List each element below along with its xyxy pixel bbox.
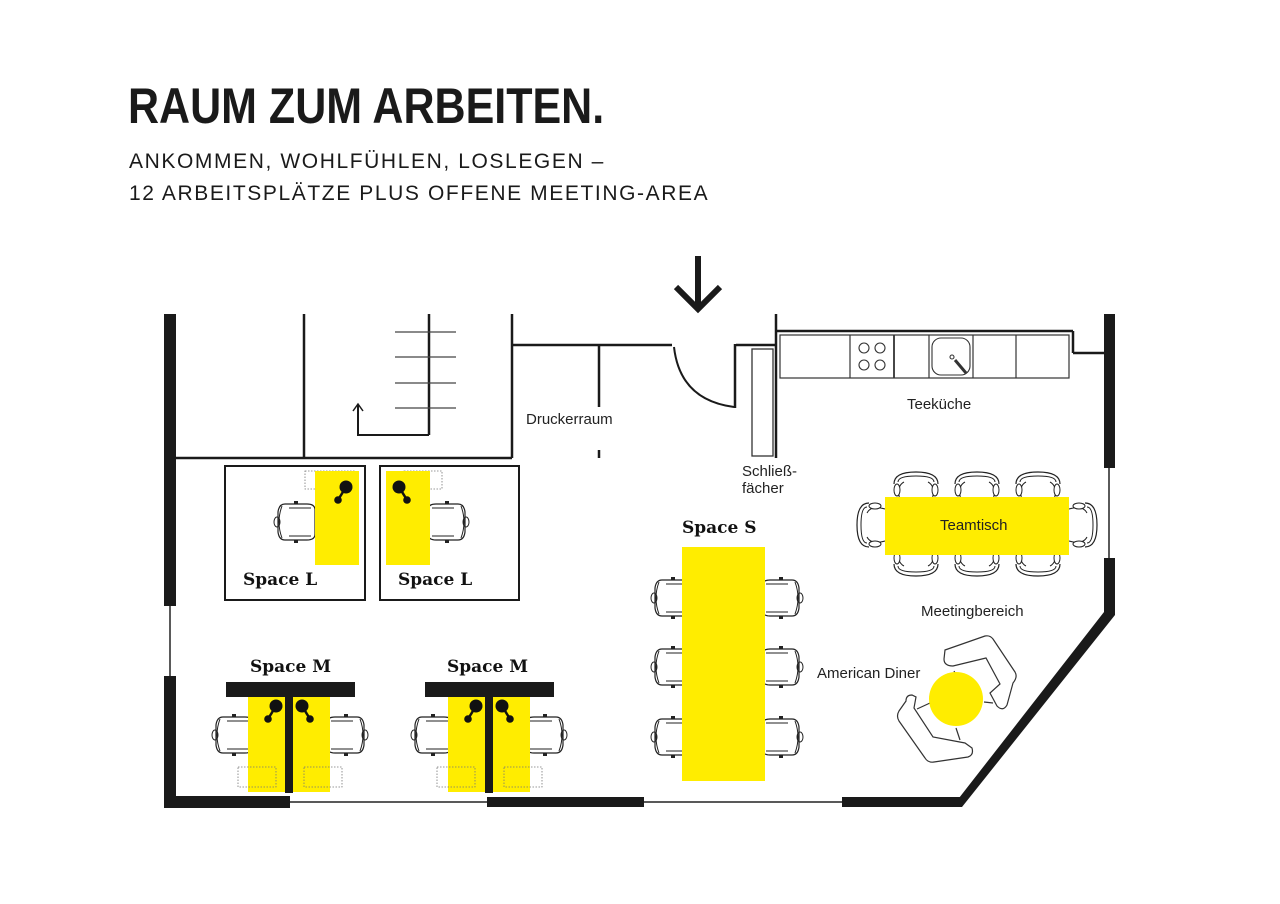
kitchen-counter	[779, 334, 1070, 379]
label-printer-room: Druckerraum	[526, 411, 613, 428]
label-team-table: Teamtisch	[940, 517, 1008, 534]
interior-walls	[176, 314, 1104, 460]
subtitle-line-2: 12 ARBEITSPLÄTZE PLUS OFFENE MEETING-ARE…	[129, 182, 710, 205]
window-lines	[169, 468, 1110, 803]
space-m-desk-2	[410, 682, 568, 793]
stove-icon	[858, 342, 886, 371]
space-l-desk-2	[386, 470, 470, 565]
space-l-room-2[interactable]	[379, 465, 520, 601]
space-s-table	[650, 547, 804, 781]
label-tea-kitchen: Teeküche	[907, 396, 971, 413]
sink-icon	[931, 337, 971, 376]
staircase	[352, 314, 456, 436]
lockers	[751, 348, 774, 457]
outer-walls	[164, 314, 1115, 808]
entrance-door[interactable]	[673, 346, 735, 408]
label-space-s: Space S	[682, 518, 757, 538]
arrow-down-icon	[673, 256, 723, 314]
page-title: RAUM ZUM ARBEITEN.	[128, 78, 605, 134]
label-lockers-line-2: fächer	[742, 480, 784, 497]
label-space-l-2: Space L	[398, 570, 472, 590]
team-table	[856, 471, 1098, 577]
label-american-diner: American Diner	[817, 665, 920, 682]
space-l-room-1[interactable]	[224, 465, 366, 601]
space-m-desk-1	[211, 682, 369, 793]
subtitle-line-1: ANKOMMEN, WOHLFÜHLEN, LOSLEGEN –	[129, 150, 605, 173]
label-space-m-2: Space M	[447, 657, 528, 677]
label-space-l-1: Space L	[243, 570, 317, 590]
american-diner-table	[929, 672, 983, 726]
space-l-desk-1	[273, 470, 359, 565]
label-space-m-1: Space M	[250, 657, 331, 677]
label-lockers-line-1: Schließ-	[742, 463, 797, 480]
label-meeting-area: Meetingbereich	[921, 603, 1024, 620]
